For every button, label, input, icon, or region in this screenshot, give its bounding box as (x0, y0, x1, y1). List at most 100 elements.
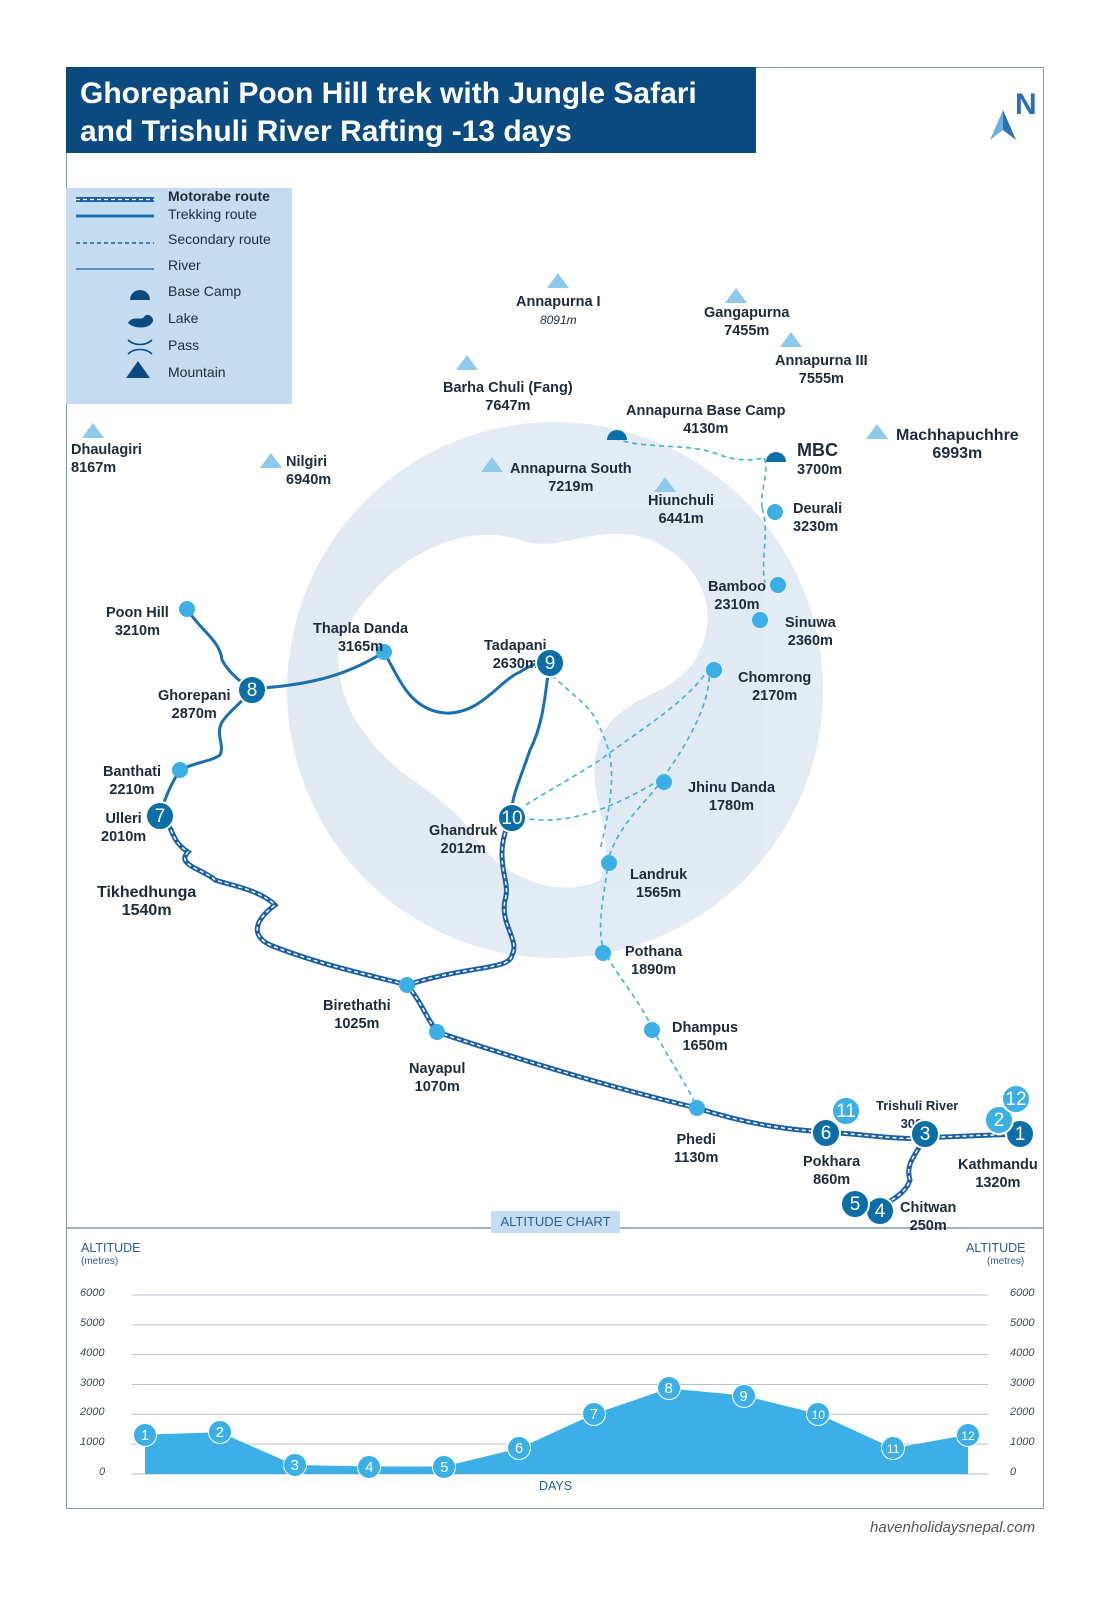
route-badge-day-10: 10 (497, 803, 527, 833)
altitude-area (145, 1388, 968, 1474)
route-badge-day-9: 9 (535, 648, 565, 678)
mountain-icon (481, 457, 503, 472)
legend-label-river: River (168, 257, 201, 273)
legend-label-trekking: Trekking route (168, 206, 257, 222)
mountain-label-barha-chuli: Barha Chuli (Fang)7647m (443, 380, 573, 414)
altitude-chart-tab: ALTITUDE CHART (491, 1211, 620, 1233)
legend-label-lake: Lake (168, 310, 199, 326)
north-arrow-icon (990, 110, 1016, 140)
dot-nayapul (429, 1024, 445, 1040)
secondary-routes (511, 437, 767, 1109)
motorable-route-line (76, 197, 154, 202)
chart-day-marker: 5 (432, 1454, 457, 1479)
dot-jhinu-danda (656, 774, 672, 790)
dot-sinuwa (752, 612, 768, 628)
mountain-icon (547, 273, 569, 288)
y-tick-label: 1000 (1010, 1436, 1035, 1449)
chart-day-marker: 8 (656, 1376, 681, 1401)
legend-label-mountain: Mountain (168, 364, 226, 380)
mbc-base-camp-icon (766, 452, 786, 462)
legend-label-pass: Pass (168, 337, 200, 353)
north-label: N (1015, 88, 1037, 121)
mountain-icon (780, 332, 802, 347)
dot-deurali (767, 504, 783, 520)
chart-day-marker: 7 (581, 1402, 606, 1427)
globe-watermark (287, 422, 823, 958)
legend-label-base-camp: Base Camp (168, 283, 242, 299)
dot-dhampus (644, 1022, 660, 1038)
chart-day-marker: 1 (133, 1422, 157, 1447)
dot-landruk (601, 855, 617, 871)
chart-day-marker: 9 (731, 1383, 756, 1408)
base-camp-icon (130, 290, 150, 300)
y-tick-label: 6000 (80, 1287, 105, 1299)
title-banner: Ghorepani Poon Hill trek with Jungle Saf… (66, 67, 756, 153)
legend-label-secondary: Secondary route (168, 231, 271, 247)
altitude-chart (66, 1227, 1044, 1475)
y-tick-label: 4000 (80, 1346, 105, 1359)
chart-day-marker: 10 (806, 1401, 831, 1426)
chart-day-marker: 2 (207, 1420, 232, 1445)
dot-poon-hill (179, 601, 195, 617)
route-badge-day-4: 4 (865, 1196, 895, 1226)
route-badge-day-7: 7 (145, 801, 175, 831)
lake-icon (128, 314, 154, 328)
place-dots (172, 504, 786, 1116)
y-axis-title-left: ALTITUDE (81, 1241, 141, 1255)
y-tick-label: 3000 (80, 1376, 105, 1389)
route-badge-day-8: 8 (237, 675, 267, 705)
dot-phedi (689, 1100, 705, 1116)
chart-day-marker: 4 (357, 1454, 382, 1479)
mountain-icon (126, 361, 150, 378)
mountain-icon (725, 288, 747, 303)
route-badge-day-3: 3 (910, 1119, 940, 1149)
dot-thapla-danda (376, 644, 392, 660)
dot-chomrong (706, 662, 722, 678)
dot-pothana (595, 945, 611, 961)
base-camp-icons (607, 430, 786, 462)
mountain-label-annapurna-1: Annapurna I 8091m (516, 294, 601, 327)
y-axis-title-right: ALTITUDE (966, 1241, 1026, 1255)
route-badge-day-12: 12 (1001, 1084, 1031, 1114)
y-tick-label: 5000 (1010, 1316, 1035, 1329)
pass-icon (127, 339, 153, 355)
y-tick-label: 2000 (80, 1406, 105, 1419)
chart-day-marker: 11 (881, 1436, 906, 1461)
route-badge-day-5: 5 (840, 1189, 870, 1219)
abc-base-camp-icon (607, 430, 627, 440)
y-tick-label: 0 (1010, 1466, 1017, 1478)
x-axis-title: DAYS (539, 1479, 573, 1493)
mountain-icon (82, 423, 104, 438)
title-line-2: and Trishuli River Rafting -13 days (80, 115, 572, 148)
website-credit: havenholidaysnepal.com (870, 1519, 1036, 1536)
legend: Motorabe route Trekking route Secondary … (66, 188, 292, 404)
mountain-icon (866, 424, 888, 439)
y-axis-unit-right: (metres) (987, 1256, 1025, 1267)
y-tick-label: 5000 (80, 1316, 105, 1329)
